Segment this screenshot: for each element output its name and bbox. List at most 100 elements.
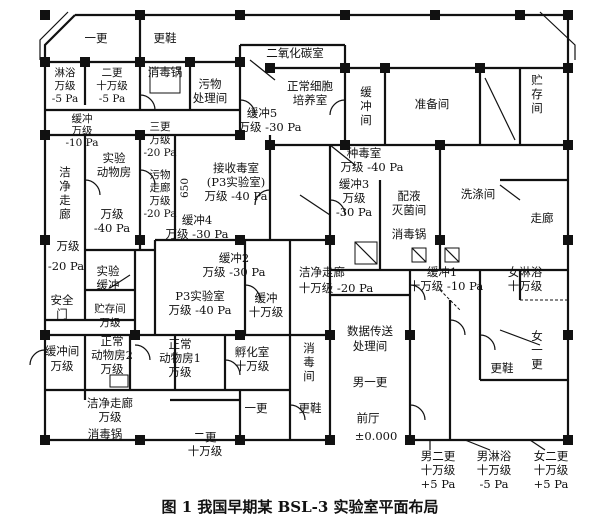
room-labels: 一更 更鞋 二氧化碳室 淋浴 万级 -5 Pa 二更 十万级 -5 Pa 消毒锅… (45, 31, 569, 491)
label-co2-room: 二氧化碳室 (266, 46, 324, 60)
label-lin-yu-1: 淋浴 (55, 66, 76, 79)
label-nv-yi-geng-2: 一 (531, 343, 543, 357)
label-jie-jing-zou-lang-left-2: 净 (59, 179, 71, 193)
structural-column (40, 235, 50, 245)
structural-column (340, 63, 350, 73)
label-er-geng-top-3: -5 Pa (99, 93, 125, 105)
structural-column (135, 235, 145, 245)
label-nv-er-geng-1: 女二更 (534, 449, 569, 463)
structural-column (235, 10, 245, 20)
label-huan-chong1-2: 十万级 -10 Pa (409, 279, 484, 293)
structural-column (235, 435, 245, 445)
structural-column (80, 57, 90, 67)
structural-column (40, 130, 50, 140)
structural-column (340, 140, 350, 150)
label-wan-ji-left-2: -20 Pa (48, 259, 84, 273)
structural-column (265, 63, 275, 73)
label-shi-yan-dong-wu-1: 实验 (103, 151, 126, 165)
structural-column (135, 57, 145, 67)
label-jie-jing-zou-lang-bottom-2: 万级 (99, 410, 122, 424)
watermark: 知乎 @睡不醒的辉 (470, 500, 570, 515)
label-jie-jing-zou-lang-mid-2: 十万级 -20 Pa (299, 281, 374, 295)
structural-column (435, 235, 445, 245)
label-huan-chong1-1: 缓冲1 (427, 265, 457, 279)
label-wu-wu-zou-lang-2: 走廊 (150, 181, 171, 194)
label-pei-ye-2: 灭菌间 (392, 203, 427, 217)
structural-column (235, 57, 245, 67)
label-nv-er-geng-2: 十万级 (534, 463, 569, 477)
label-yi-geng-bottom: 一更 (245, 401, 268, 415)
label-zhong-du-shi-2: 万级 -40 Pa (341, 160, 404, 174)
label-shi-yan-huan-chong-2: 缓冲 (97, 278, 120, 292)
label-jie-shou-du-3: 万级 -40 Pa (205, 189, 268, 203)
label-zhu-cun-jian-2: 存 (531, 87, 543, 101)
label-huan-chong-jian-1: 缓 (360, 85, 372, 99)
label-nv-lin-yu-2: 十万级 (508, 279, 543, 293)
label-lin-yu-2: 万级 (55, 80, 76, 92)
label-huan-chong3-1: 缓冲3 (339, 177, 369, 191)
label-wan-ji-40-1: 万级 (101, 207, 124, 221)
label-nv-er-geng-3: +5 Pa (534, 477, 569, 491)
label-pei-ye-1: 配液 (398, 189, 421, 203)
label-geng-xie-bottom: 更鞋 (299, 401, 322, 415)
structural-column (235, 235, 245, 245)
label-shu-ju-chuan-song-2: 处理间 (353, 339, 388, 353)
label-jie-jing-zou-lang-bottom-1: 洁净走廊 (87, 396, 133, 410)
label-er-geng-bottom-1: 二更 (194, 430, 217, 444)
label-door-650: 650 (179, 178, 191, 198)
equipment (109, 59, 568, 388)
label-wu-wu-zou-lang-1: 污物 (150, 168, 171, 181)
label-qian-ting: 前厅 (357, 411, 380, 425)
structural-column (405, 435, 415, 445)
label-shi-yan-huan-chong-1: 实验 (97, 264, 120, 278)
structural-column (40, 330, 50, 340)
label-zhu-cun-jian-small-2: 万级 (100, 317, 121, 329)
label-zhu-cun-jian-3: 间 (531, 101, 543, 115)
structural-column (435, 140, 445, 150)
structural-column (40, 10, 50, 20)
label-normal-cell-2: 培养室 (293, 93, 328, 107)
structural-column (40, 435, 50, 445)
label-xiao-du-guo-bottom: 消毒锅 (88, 427, 123, 441)
label-p3-room-1: P3实验室 (175, 289, 225, 303)
label-wu-wu-zou-lang-3: 万级 (150, 195, 171, 207)
label-huan-chong4-2: 万级 -30 Pa (166, 227, 229, 241)
label-fu-hua-shi-2: 十万级 (235, 359, 270, 373)
structural-columns (40, 10, 573, 445)
structural-column (325, 330, 335, 340)
label-nv-lin-yu-1: 女淋浴 (508, 265, 543, 279)
label-lin-yu-3: -5 Pa (52, 93, 78, 105)
structural-column (325, 235, 335, 245)
label-san-geng-1: 三更 (150, 121, 171, 133)
label-normal-animal2-2: 动物房2 (91, 348, 133, 362)
label-elevation: ±0.000 (355, 429, 398, 443)
label-xiao-du-guo-mid: 消毒锅 (392, 227, 427, 241)
structural-column (563, 435, 573, 445)
structural-column (380, 63, 390, 73)
structural-column (40, 57, 50, 67)
label-nv-yi-geng-3: 更 (531, 357, 543, 371)
label-geng-xie-top: 更鞋 (154, 31, 177, 45)
label-nan-lin-yu-3: -5 Pa (480, 477, 509, 491)
label-huan-chong-jian-left-2: 万级 (51, 359, 74, 373)
label-nan-er-geng-3: +5 Pa (421, 477, 456, 491)
door-swings (29, 94, 496, 421)
label-shi-yan-dong-wu-2: 动物房 (97, 165, 132, 179)
label-huan-chong2-1: 缓冲2 (219, 251, 249, 265)
label-fu-hua-shi-1: 孵化室 (235, 345, 270, 359)
label-wan-ji-40-2: -40 Pa (94, 221, 130, 235)
label-zhong-du-shi-1: 种毒室 (347, 146, 382, 160)
label-nan-er-geng-2: 十万级 (421, 463, 456, 477)
label-huan-chong-left-1: 缓冲 (72, 112, 93, 125)
structural-column (135, 10, 145, 20)
label-normal-animal2-3: 万级 (101, 362, 124, 376)
label-geng-xie-right: 更鞋 (491, 361, 514, 375)
label-wu-wu-zou-lang-4: -20 Pa (143, 208, 176, 220)
label-er-geng-top-1: 二更 (102, 67, 123, 79)
label-zhun-bei-jian: 准备间 (415, 97, 450, 111)
label-huan-chong-jian-left-1: 缓冲间 (45, 344, 80, 358)
structural-column (563, 63, 573, 73)
label-huan-chong5-2: 万级 -30 Pa (239, 120, 302, 134)
label-nan-er-geng-1: 男二更 (421, 449, 456, 463)
